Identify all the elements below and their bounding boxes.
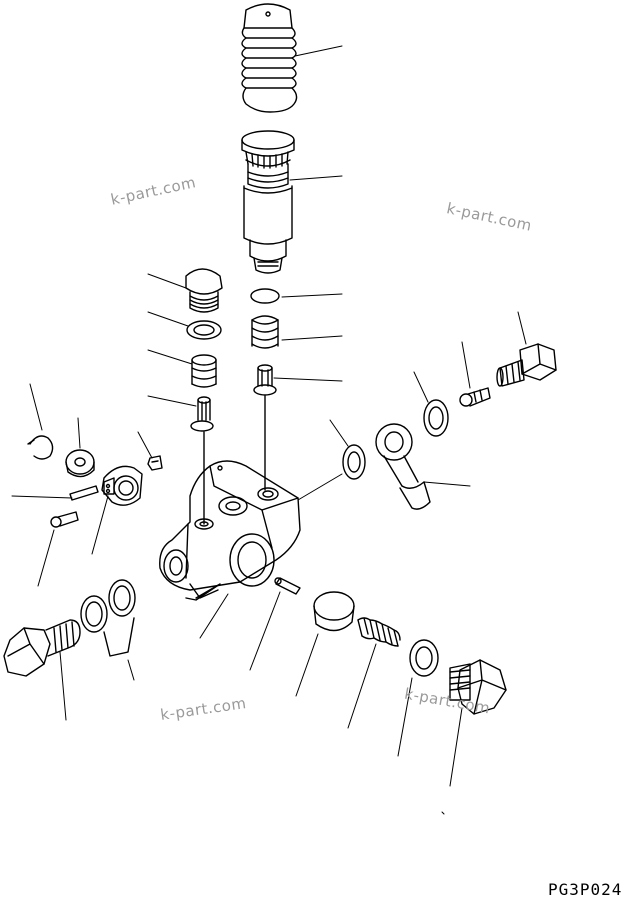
spring-lower-right: [357, 617, 401, 647]
small-screw: [50, 511, 79, 528]
banjo-bolt: [496, 343, 557, 387]
spring-small-right: [251, 315, 279, 349]
snap-ring: [27, 435, 54, 460]
gasket-lower-right: [409, 639, 439, 677]
priming-pump: [241, 130, 295, 274]
dowel-pin: [69, 485, 99, 501]
banjo-fitting: [375, 423, 431, 510]
gasket-right-middle: [342, 444, 366, 480]
bleed-screw: [459, 387, 491, 407]
drawing-code: PG3P024: [548, 880, 623, 899]
collar: [65, 449, 95, 478]
pump-body: [159, 460, 301, 601]
pin-mid: [274, 577, 301, 595]
plug-small: [185, 268, 223, 313]
spring-left: [191, 354, 217, 388]
bellows-boot: [241, 3, 298, 113]
lock-tab: [147, 455, 163, 471]
leader-valve-to-body: [203, 395, 266, 525]
hex-bolt-left: [3, 619, 81, 677]
check-valve-pin-left: [190, 396, 214, 432]
hex-plug-lower-right: [449, 659, 507, 715]
gasket-right-upper: [423, 399, 449, 437]
piston-sleeve: [313, 591, 355, 632]
gasket-pair-left: [80, 579, 136, 657]
valve-holder: [101, 465, 143, 506]
o-ring: [250, 288, 280, 304]
check-valve-pin-right: [253, 364, 277, 396]
washer-left: [186, 320, 222, 340]
leader-lines: [11, 45, 527, 815]
